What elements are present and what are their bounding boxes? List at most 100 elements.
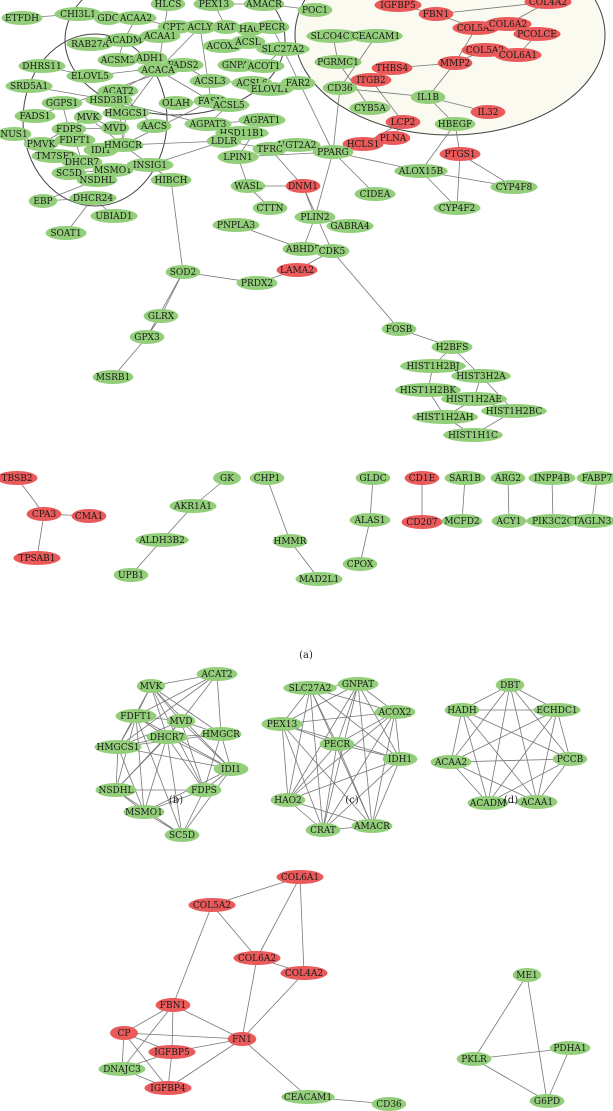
node-label: IGFBP5: [154, 1048, 190, 1058]
node-hlcs: HLCS: [150, 0, 186, 11]
node-cpa3: CPA3: [26, 507, 62, 521]
node-akr1a1: AKR1A1: [169, 499, 217, 513]
node-ellipse: [283, 681, 337, 695]
node-label: ACY1: [495, 517, 521, 527]
node-label: PECR: [324, 740, 351, 750]
node-dhcr7: DHCR7: [61, 155, 103, 169]
node-label: FADS1: [19, 112, 50, 122]
node-ellipse: [188, 898, 236, 912]
node-tpsab1: TPSAB1: [13, 551, 61, 565]
node-label: FABP7: [582, 474, 613, 484]
node-ellipse: [113, 568, 149, 582]
node-ellipse: [491, 514, 527, 528]
node-label: SC5D: [56, 169, 82, 179]
node-ellipse: [98, 1062, 146, 1076]
node-fdps: FDPS: [51, 122, 87, 136]
node-igfbp5: IGFBP5: [374, 0, 422, 12]
node-label: MSMO1: [125, 808, 163, 818]
node-ellipse: [484, 17, 532, 31]
node-ellipse: [549, 1041, 591, 1055]
edge-c-pecr-c-hao2: [287, 743, 338, 801]
node-label: DHCR7: [65, 158, 100, 168]
node-label: CRAT: [310, 826, 336, 836]
node-sc5d: SC5D: [51, 166, 87, 180]
node-ellipse: [513, 27, 561, 41]
edge-pparg-cidea: [332, 151, 376, 195]
node-label: PCCB: [557, 755, 584, 765]
node-far2: FAR2: [280, 76, 316, 90]
node-cyb5a: CYB5A: [349, 101, 391, 115]
node-e-dnajc3: DNAJC3: [98, 1062, 146, 1076]
node-label: PRDX2: [241, 279, 273, 289]
node-hmmr: HMMR: [272, 534, 308, 548]
node-ellipse: [394, 164, 448, 178]
node-label: ACLY: [187, 23, 214, 33]
node-label: PNPLA3: [217, 221, 255, 231]
node-d-pccb: PCCB: [552, 752, 588, 766]
node-label: HIST1H2AE: [446, 395, 502, 405]
node-hist1h2bj: HIST1H2BJ: [400, 359, 466, 373]
node-ellipse: [512, 968, 542, 982]
node-label: MSRB1: [96, 373, 131, 383]
node-plna: PLNA: [375, 131, 411, 145]
node-label: SAR1B: [449, 474, 481, 484]
node-hsd3b1: HSD3B1: [85, 93, 133, 107]
edge-e-fbn1-e-dnajc3: [121, 1004, 174, 1070]
node-e-fn1: FN1: [227, 1032, 257, 1046]
edge-c-gnpat-c-idh1: [357, 683, 401, 760]
node-label: RAT: [217, 23, 236, 33]
node-b-idi1: IDI1: [213, 762, 249, 776]
node-ellipse: [200, 727, 242, 741]
node-ellipse: [342, 137, 384, 151]
node-ellipse: [349, 29, 403, 43]
node-label: GNPAT: [222, 61, 254, 71]
node-etfdh: ETFDH: [1, 11, 43, 25]
node-ellipse: [61, 155, 103, 169]
node-mad2l1: MAD2L1: [295, 572, 343, 586]
node-sar1b: SAR1B: [444, 471, 486, 485]
node-rat: RAT: [211, 20, 241, 34]
node-ellipse: [217, 150, 259, 164]
node-label: HBEGF: [438, 120, 472, 130]
node-label: RAB27A: [71, 40, 109, 50]
node-label: IDI1: [91, 146, 111, 156]
node-ellipse: [349, 101, 391, 115]
node-label: MSMO1: [94, 166, 132, 176]
node-hist1h1c: HIST1H1C: [443, 428, 503, 442]
node-ellipse: [0, 471, 38, 485]
node-c-amacr: AMACR: [351, 819, 393, 833]
node-label: DNAJC3: [103, 1065, 141, 1075]
node-label: MAD2L1: [299, 575, 339, 585]
edge-e-fbn1-e-igfbp5: [171, 1004, 174, 1053]
node-ellipse: [314, 55, 362, 69]
edge-d-hadh-d-pccb: [461, 709, 571, 760]
node-label: IGFBP4: [150, 1084, 186, 1094]
node-label: ACSM3: [100, 56, 136, 66]
node-ellipse: [158, 96, 194, 110]
node-c-idh1: IDH1: [382, 752, 418, 766]
node-label: NSDHL: [98, 786, 133, 796]
node-b-fdps: FDPS: [186, 783, 222, 797]
node-label: AKR1A1: [173, 502, 212, 512]
edge-b-fdps-b-sc5d: [181, 789, 205, 836]
node-insig1: INSIG1: [126, 158, 174, 172]
node-ellipse: [439, 147, 481, 161]
node-ellipse: [135, 533, 189, 547]
edge-d-hadh-d-acadm: [461, 709, 489, 804]
node-label: COL4A2: [529, 0, 567, 8]
node-acot1: ACOT1: [243, 59, 285, 73]
node-label: COL6A1: [281, 873, 319, 883]
edge-f-me1-f-g6pd: [526, 974, 548, 1102]
edge-sod2-gpx3: [146, 271, 184, 338]
node-ellipse: [431, 340, 473, 354]
panel-label-c: (c): [345, 795, 359, 806]
node-ellipse: [434, 117, 476, 131]
node-il1b: IL1B: [410, 90, 446, 104]
edge-b-acat2-b-hmgcr: [216, 673, 222, 735]
node-ellipse: [144, 1081, 192, 1095]
node-hibch: HIBCH: [150, 173, 192, 187]
node-label: ACAA2: [119, 14, 152, 24]
edge-b-hmgcs1-b-nsdhl: [115, 746, 119, 791]
